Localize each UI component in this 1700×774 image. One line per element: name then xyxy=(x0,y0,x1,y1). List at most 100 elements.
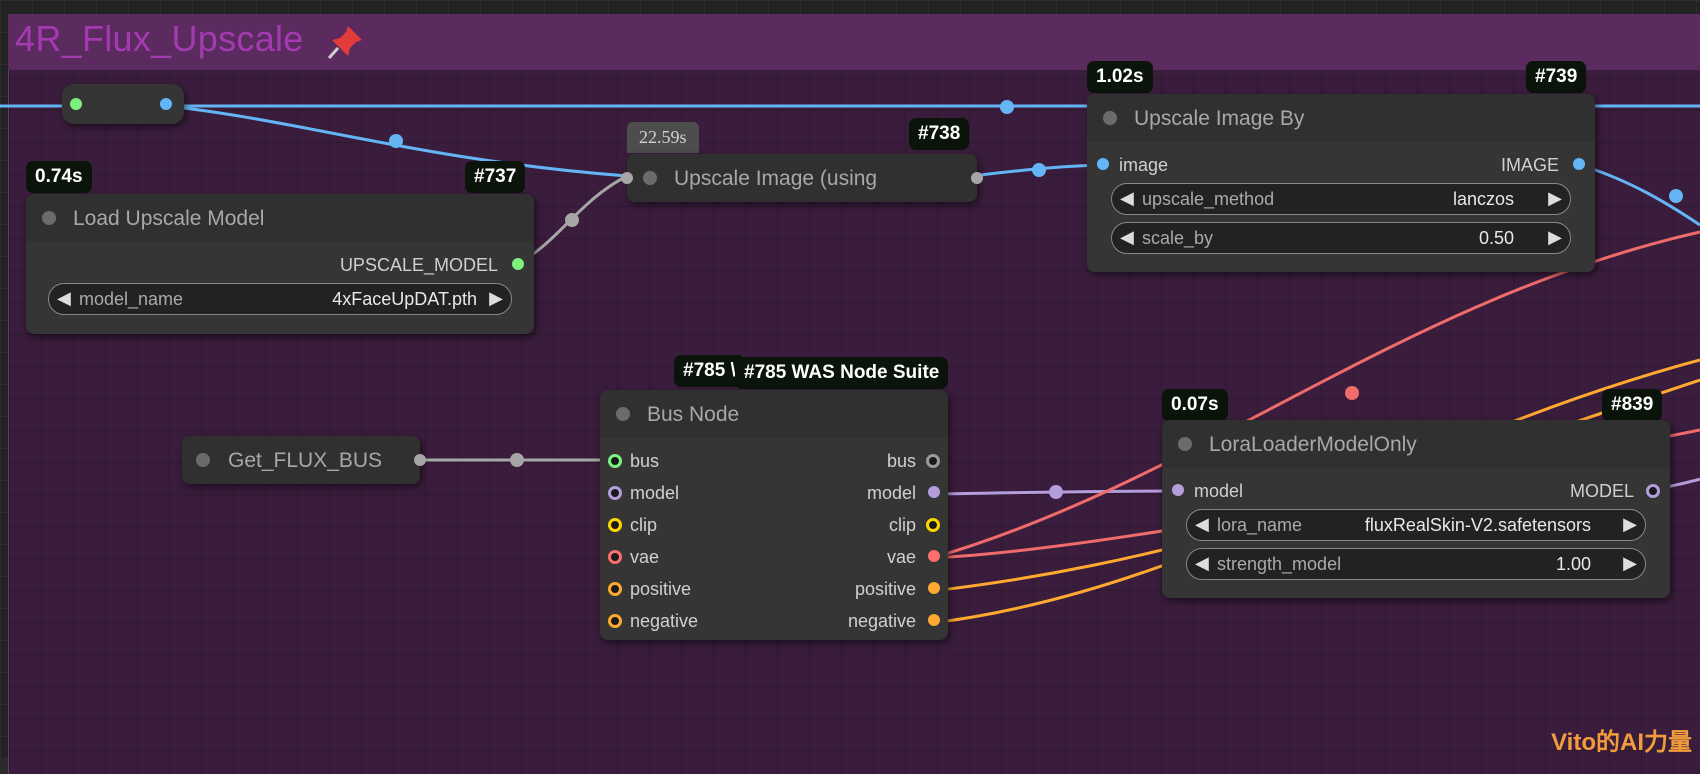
reroute-input-dot[interactable] xyxy=(70,98,82,110)
output-label: negative xyxy=(847,611,916,631)
pin-icon[interactable] xyxy=(326,22,366,62)
output-label: positive xyxy=(854,579,916,599)
image-input-dot[interactable] xyxy=(1097,158,1109,170)
wire-image-to-upscale-using[interactable] xyxy=(165,104,628,178)
bus-output-dot[interactable] xyxy=(926,454,940,468)
node-header[interactable] xyxy=(1162,420,1670,468)
arrow-right-icon[interactable]: ▶ xyxy=(1548,188,1562,208)
output-label: IMAGE xyxy=(1500,155,1559,175)
widget-value: lanczos xyxy=(1452,189,1514,209)
bus-input-dot[interactable] xyxy=(608,454,622,468)
arrow-left-icon[interactable]: ◀ xyxy=(1195,553,1209,573)
node-header[interactable] xyxy=(26,194,534,242)
model-input-dot[interactable] xyxy=(608,486,622,500)
node-time-badge: 1.02s xyxy=(1087,61,1153,93)
group-title[interactable]: 4R_Flux_Upscale xyxy=(15,18,304,59)
arrow-left-icon[interactable]: ◀ xyxy=(1120,188,1134,208)
wire-midpoint[interactable] xyxy=(510,453,524,467)
wire-midpoint[interactable] xyxy=(1032,163,1046,177)
node-id-badge: #785 \ xyxy=(674,355,745,387)
node-id-badge: #737 xyxy=(465,161,526,193)
wire-midpoint[interactable] xyxy=(1669,189,1683,203)
image-output-dot[interactable] xyxy=(971,172,983,184)
group-title-bar[interactable] xyxy=(8,14,1700,70)
node-collapse-dot[interactable] xyxy=(42,211,56,225)
input-label: vae xyxy=(630,547,660,567)
strength-model-number[interactable]: ◀ strength_model 1.00 ▶ xyxy=(1186,548,1646,580)
widget-label: upscale_method xyxy=(1142,189,1275,209)
clip-input-dot[interactable] xyxy=(608,518,622,532)
node-header[interactable] xyxy=(182,436,420,484)
arrow-right-icon[interactable]: ▶ xyxy=(1548,227,1562,247)
input-label: image xyxy=(1119,155,1169,175)
input-label: model xyxy=(1194,481,1244,501)
node-title: Upscale Image By xyxy=(1134,107,1305,130)
arrow-right-icon[interactable]: ▶ xyxy=(1623,514,1637,534)
node-time-badge: 0.74s xyxy=(26,161,92,193)
arrow-right-icon[interactable]: ▶ xyxy=(1623,553,1637,573)
bus-node[interactable]: Bus Node bus model clip vae positive neg… xyxy=(600,390,948,640)
positive-output-dot[interactable] xyxy=(928,582,940,594)
wire-midpoint[interactable] xyxy=(1345,386,1359,400)
scale-by-number[interactable]: ◀ scale_by 0.50 ▶ xyxy=(1111,222,1571,254)
widget-label: strength_model xyxy=(1217,554,1342,574)
node-tooltip: #785 WAS Node Suite xyxy=(735,357,949,389)
input-label: clip xyxy=(630,515,658,535)
input-label: positive xyxy=(630,579,692,599)
arrow-left-icon[interactable]: ◀ xyxy=(57,288,71,308)
wire-midpoint[interactable] xyxy=(389,134,403,148)
image-output-dot[interactable] xyxy=(1573,158,1585,170)
widget-value: fluxRealSkin-V2.safetensors xyxy=(1364,515,1591,535)
node-header[interactable] xyxy=(600,390,948,438)
input-label: negative xyxy=(630,611,699,631)
node-collapse-dot[interactable] xyxy=(643,171,657,185)
model-name-combo[interactable]: ◀ model_name 4xFaceUpDAT.pth ▶ xyxy=(48,283,512,315)
lora-name-combo[interactable]: ◀ lora_name fluxRealSkin-V2.safetensors … xyxy=(1186,509,1646,541)
node-title: Upscale Image (using xyxy=(674,167,878,190)
watermark: Vito的AI力量 xyxy=(1551,729,1692,756)
upscale-model-output-dot[interactable] xyxy=(512,258,524,270)
upscale-image-using-node[interactable]: Upscale Image (using xyxy=(621,154,983,202)
upscale-method-combo[interactable]: ◀ upscale_method lanczos ▶ xyxy=(1111,183,1571,215)
image-input-dot[interactable] xyxy=(621,172,633,184)
arrow-right-icon[interactable]: ▶ xyxy=(489,288,503,308)
upscale-image-by-node[interactable]: Upscale Image By image IMAGE ◀ upscale_m… xyxy=(1087,94,1595,272)
node-header[interactable] xyxy=(1087,94,1595,142)
node-collapse-dot[interactable] xyxy=(196,453,210,467)
node-id-badge: #739 xyxy=(1526,61,1587,93)
get-flux-bus-node[interactable]: Get_FLUX_BUS xyxy=(182,436,426,484)
widget-value: 1.00 xyxy=(1555,554,1591,574)
vae-output-dot[interactable] xyxy=(928,550,940,562)
vae-input-dot[interactable] xyxy=(608,550,622,564)
node-collapse-dot[interactable] xyxy=(1103,111,1117,125)
node-title: Load Upscale Model xyxy=(73,207,265,230)
negative-input-dot[interactable] xyxy=(608,614,622,628)
bus-output-dot[interactable] xyxy=(414,454,426,466)
model-output-dot[interactable] xyxy=(928,486,940,498)
widget-label: lora_name xyxy=(1217,515,1303,535)
node-title: Bus Node xyxy=(647,403,740,426)
reroute-output-dot[interactable] xyxy=(160,98,172,110)
wire-midpoint[interactable] xyxy=(1000,100,1014,114)
arrow-left-icon[interactable]: ◀ xyxy=(1195,514,1209,534)
input-label: bus xyxy=(630,451,660,471)
widget-label: scale_by xyxy=(1142,228,1214,248)
node-collapse-dot[interactable] xyxy=(1178,437,1192,451)
node-header[interactable] xyxy=(627,154,977,202)
reroute-node[interactable] xyxy=(62,84,184,124)
widget-value: 4xFaceUpDAT.pth xyxy=(332,289,477,309)
negative-output-dot[interactable] xyxy=(928,614,940,626)
wire-image-out[interactable] xyxy=(1579,163,1700,227)
model-input-dot[interactable] xyxy=(1172,484,1184,496)
clip-output-dot[interactable] xyxy=(926,518,940,532)
arrow-left-icon[interactable]: ◀ xyxy=(1120,227,1134,247)
load-upscale-model-node[interactable]: Load Upscale Model UPSCALE_MODEL ◀ model… xyxy=(26,194,534,334)
node-title: LoraLoaderModelOnly xyxy=(1209,433,1417,456)
node-time-badge: 22.59s xyxy=(627,122,699,153)
model-output-dot[interactable] xyxy=(1646,484,1660,498)
positive-input-dot[interactable] xyxy=(608,582,622,596)
node-collapse-dot[interactable] xyxy=(616,407,630,421)
lora-loader-model-only-node[interactable]: LoraLoaderModelOnly model MODEL ◀ lora_n… xyxy=(1162,420,1670,598)
wire-midpoint[interactable] xyxy=(565,213,579,227)
wire-midpoint[interactable] xyxy=(1049,485,1063,499)
